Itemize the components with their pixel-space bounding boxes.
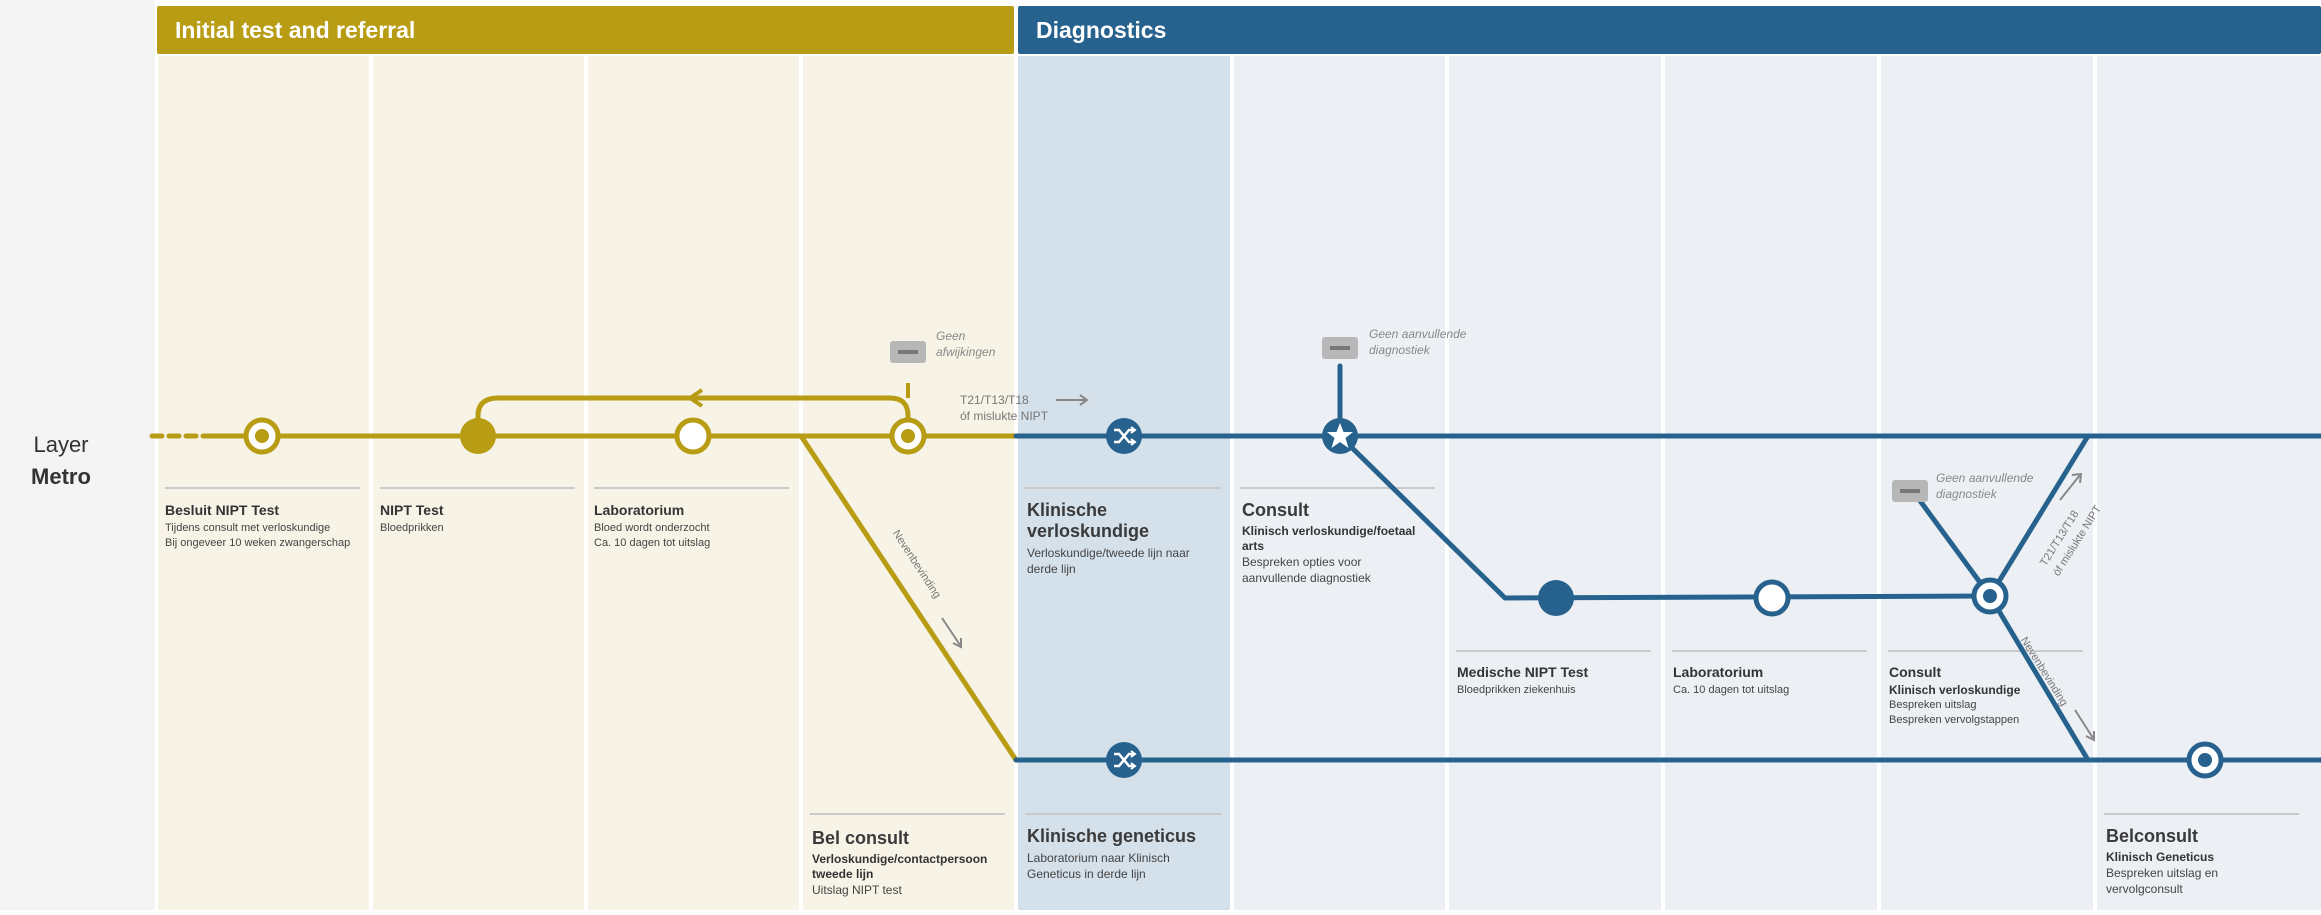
station-lab1 — [674, 417, 712, 455]
station-text-klinische-verloskundige: Klinische verloskundige Verloskundige/tw… — [1027, 500, 1227, 577]
station-nipt — [460, 418, 496, 454]
station-line: Laboratorium naar Klinisch — [1027, 851, 1170, 865]
station-title: Medische NIPT Test — [1457, 664, 1589, 680]
station-text-belconsult2: Belconsult Klinisch Geneticus Bespreken … — [2106, 826, 2306, 897]
station-text-besluit: Besluit NIPT Test Tijdens consult met ve… — [165, 502, 365, 551]
note-line: Geen aanvullende — [1369, 327, 1467, 341]
gold-stations — [243, 417, 927, 455]
lane-klinische-highlight — [1017, 56, 1231, 910]
station-rules — [165, 487, 2299, 815]
station-line: Geneticus in derde lijn — [1027, 867, 1146, 881]
station-text-klinische-geneticus: Klinische geneticus Laboratorium naar Kl… — [1027, 826, 1227, 882]
station-line: Ca. 10 dagen tot uitslag — [594, 537, 711, 549]
station-bold: tweede lijn — [812, 867, 874, 881]
station-title: Belconsult — [2106, 826, 2199, 846]
station-line: Ca. 10 dagen tot uitslag — [1673, 684, 1790, 696]
station-text-lab1: Laboratorium Bloed wordt onderzocht Ca. … — [594, 502, 794, 551]
station-text-medische-nipt: Medische NIPT Test Bloedprikken ziekenhu… — [1457, 664, 1657, 698]
station-title: Consult — [1242, 500, 1309, 520]
blue-stations — [1106, 418, 2224, 779]
note-geen-afwijkingen: Geen afwijkingen — [936, 328, 995, 360]
station-line: aanvullende diagnostiek — [1242, 571, 1371, 585]
station-line: Bespreken vervolgstappen — [1889, 714, 2020, 726]
station-line: Uitslag NIPT test — [812, 883, 902, 897]
note-line: afwijkingen — [936, 345, 996, 359]
station-line: Bloed wordt onderzocht — [594, 522, 710, 534]
station-text-nipt: NIPT Test Bloedprikken — [380, 502, 580, 536]
note-line: diagnostiek — [1936, 487, 1997, 501]
note-line: T21/T13/T18 — [960, 393, 1029, 407]
note-geen-aanvullende-2: Geen aanvullende diagnostiek — [1936, 470, 2033, 502]
station-line: Bloedprikken — [380, 522, 444, 534]
station-line: Bespreken uitslag en — [2106, 866, 2219, 880]
note-geen-aanvullende-1: Geen aanvullende diagnostiek — [1369, 326, 1466, 358]
note-line: Geen aanvullende — [1936, 471, 2034, 485]
return-arrow-icon — [686, 388, 704, 408]
station-title: Laboratorium — [594, 502, 685, 518]
blue-line — [1013, 363, 2321, 763]
layer-label-column — [0, 0, 155, 910]
phase-header-diagnostics: Diagnostics — [1018, 6, 2321, 54]
station-text-belconsult1: Bel consult Verloskundige/contactpersoon… — [812, 828, 1012, 898]
stop-markers — [890, 337, 1928, 502]
station-title: Consult — [1889, 664, 1942, 680]
note-line: diagnostiek — [1369, 343, 1430, 357]
station-bold: Klinisch verloskundige/foetaal — [1242, 524, 1416, 538]
station-bold: Klinisch verloskundige — [1889, 683, 2021, 697]
note-line: Geen — [936, 329, 966, 343]
layer-label: Layer — [33, 432, 89, 457]
station-medische-nipt — [1538, 580, 1574, 616]
station-line: Tijdens consult met verloskundige — [165, 522, 331, 534]
station-line: Bespreken uitslag — [1889, 699, 1977, 711]
station-line: Bespreken opties voor — [1242, 555, 1362, 569]
station-title: Laboratorium — [1673, 664, 1764, 680]
note-line: óf mislukte NIPT — [960, 409, 1049, 423]
station-title: Besluit NIPT Test — [165, 502, 280, 518]
phase-header-initial: Initial test and referral — [157, 6, 1014, 54]
station-title: Bel consult — [812, 828, 910, 848]
station-bold: Verloskundige/contactpersoon — [812, 852, 988, 866]
station-lab2 — [1753, 579, 1791, 617]
station-text-consult1: Consult Klinisch verloskundige/foetaal a… — [1242, 500, 1442, 586]
station-title: NIPT Test — [380, 502, 444, 518]
gold-line — [149, 395, 1019, 763]
note-t21-1: T21/T13/T18 óf mislukte NIPT — [960, 392, 1048, 424]
station-bold: Klinisch Geneticus — [2106, 850, 2215, 864]
phase-diagnostics-area — [1231, 56, 2321, 910]
direction-arrows — [941, 394, 2095, 742]
station-line: Bij ongeveer 10 weken zwangerschap — [165, 537, 351, 549]
lane-separators — [369, 56, 2097, 910]
station-title: Klinische verloskundige — [1027, 500, 1150, 541]
station-bold: arts — [1242, 539, 1265, 553]
station-line: Verloskundige/tweede lijn naar — [1027, 546, 1190, 560]
station-title: Klinische geneticus — [1027, 826, 1197, 846]
layer-name: Metro — [31, 464, 91, 489]
station-line: vervolgconsult — [2106, 882, 2183, 896]
station-text-lab2: Laboratorium Ca. 10 dagen tot uitslag — [1673, 664, 1873, 698]
station-line: Bloedprikken ziekenhuis — [1457, 684, 1576, 696]
station-text-consult2: Consult Klinisch verloskundige Bespreken… — [1889, 664, 2089, 728]
station-line: derde lijn — [1027, 562, 1076, 576]
